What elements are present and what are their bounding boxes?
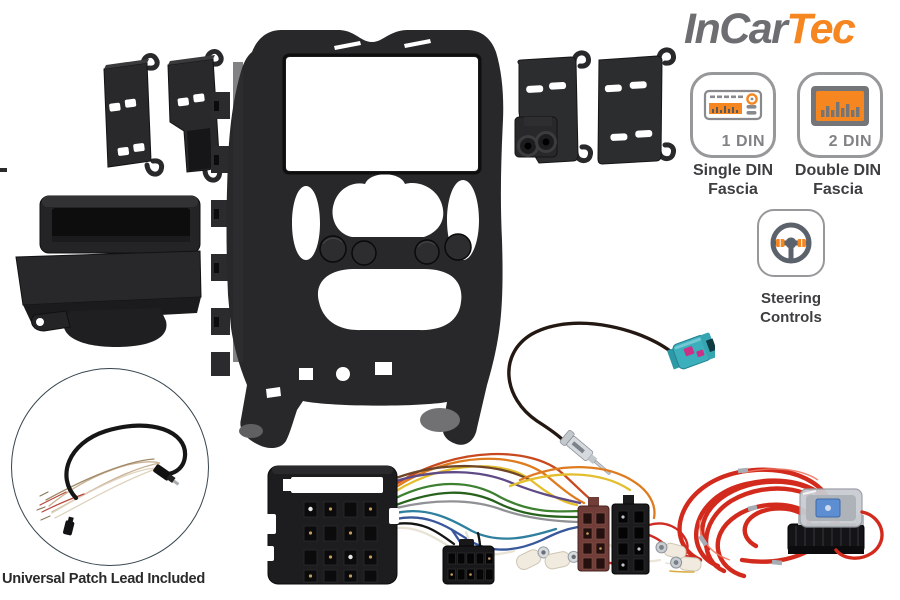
fuse-holder bbox=[787, 488, 865, 554]
bracket-left-1 bbox=[103, 53, 165, 177]
fascia-foot-left bbox=[239, 424, 263, 438]
steering-controls-caption: Steering Controls bbox=[760, 290, 822, 326]
iso-connector-black bbox=[611, 495, 650, 575]
jack-plug bbox=[153, 464, 180, 486]
double-din-screen-icon bbox=[811, 86, 869, 126]
iso-connector-brown bbox=[577, 497, 610, 572]
double-din-badge-label: 2 DIN bbox=[828, 133, 872, 150]
bracket-left-2 bbox=[167, 49, 224, 183]
edge-crop-mark bbox=[0, 168, 7, 172]
din-pocket-parts bbox=[15, 195, 202, 347]
patch-lead-photo bbox=[36, 423, 188, 536]
fascia-body bbox=[226, 30, 504, 449]
steering-wheel-icon bbox=[770, 222, 812, 264]
double-din-caption: Double DIN Fascia bbox=[794, 162, 882, 198]
brand-logo-orange: Tec bbox=[786, 5, 856, 53]
aerial-cable bbox=[507, 321, 678, 443]
patch-lead-caption: Universal Patch Lead Included bbox=[2, 571, 205, 587]
din-pocket bbox=[39, 195, 201, 254]
aerial-adapter bbox=[507, 321, 715, 475]
fakra-connector bbox=[666, 332, 715, 370]
fascia-left-tabs bbox=[211, 92, 230, 376]
brand-logo: InCarTec bbox=[684, 5, 856, 54]
steering-controls-badge bbox=[757, 209, 825, 277]
fascia-foot-right bbox=[420, 408, 460, 432]
radio-aperture-frame bbox=[282, 53, 482, 175]
bullet-connector bbox=[544, 550, 580, 570]
bracket-right-2 bbox=[597, 47, 676, 165]
fascia-panel bbox=[211, 30, 504, 449]
single-din-badge: 1 DIN bbox=[690, 72, 776, 158]
bullet-connector bbox=[655, 541, 687, 560]
wiring-harness bbox=[264, 452, 689, 585]
patch-lead-circle bbox=[11, 368, 209, 566]
bullet-connector bbox=[670, 556, 702, 572]
brand-logo-gray: InCar bbox=[684, 5, 788, 53]
climate-buttons bbox=[319, 233, 472, 266]
small-black-connector bbox=[442, 539, 495, 585]
patch-lead-cable bbox=[64, 423, 188, 501]
single-din-radio-icon bbox=[703, 89, 763, 121]
bracket-right-1 bbox=[514, 50, 593, 164]
quadlock-connector bbox=[264, 465, 399, 585]
power-lead-coil bbox=[655, 467, 884, 579]
side-brackets-left bbox=[103, 49, 224, 183]
side-brackets-right bbox=[514, 47, 676, 165]
mini-connector bbox=[63, 516, 75, 536]
bullet-connector bbox=[515, 546, 550, 571]
fascia-top-slots bbox=[334, 39, 431, 50]
pocket-bracket-panel bbox=[15, 250, 202, 347]
single-din-badge-label: 1 DIN bbox=[721, 133, 765, 150]
double-din-badge: 2 DIN bbox=[797, 72, 883, 158]
single-din-caption: Single DIN Fascia bbox=[692, 162, 773, 198]
din-aerial-plug bbox=[559, 430, 611, 475]
